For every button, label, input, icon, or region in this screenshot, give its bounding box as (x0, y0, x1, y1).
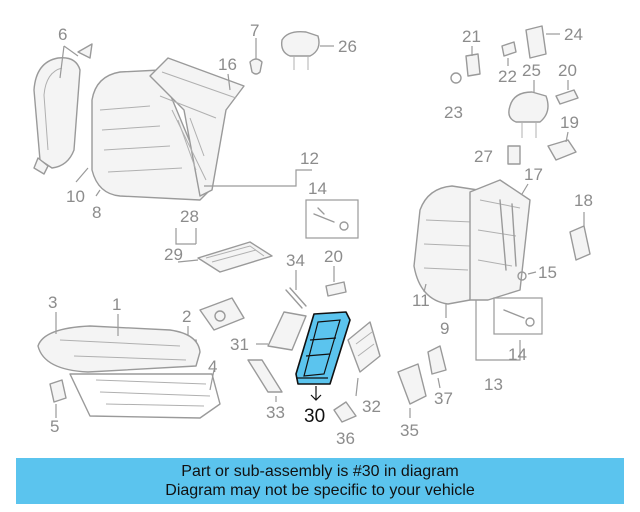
part-1-3-4-seat-cushion (37, 312, 221, 419)
callout-37: 37 (434, 389, 453, 408)
part-10-bracket (33, 157, 89, 183)
part-8-16-seatback (91, 57, 245, 201)
part-34-bar (285, 270, 307, 309)
banner-line-1: Part or sub-assembly is #30 in diagram (181, 463, 459, 480)
callout-10: 10 (66, 187, 85, 206)
callout-24: 24 (564, 25, 583, 44)
part-20-middle-clip (325, 266, 347, 297)
callout-18: 18 (574, 191, 593, 210)
part-30-seatback-frame-highlighted (295, 311, 351, 401)
callout-1: 1 (112, 295, 121, 314)
callout-labels: 6 7 16 26 10 8 12 14 28 29 34 20 3 1 2 3… (48, 21, 593, 448)
callout-4: 4 (208, 357, 217, 376)
part-25-headrest (508, 80, 549, 138)
callout-19: 19 (560, 113, 579, 132)
callout-11: 11 (412, 291, 430, 310)
part-7-pin (249, 38, 263, 75)
part-13-14-right (475, 297, 543, 361)
callout-6: 6 (58, 25, 67, 44)
callout-26: 26 (338, 37, 357, 56)
callout-22: 22 (498, 67, 517, 86)
callout-17: 17 (524, 165, 543, 184)
callout-20-middle: 20 (324, 247, 343, 266)
banner-line-2: Diagram may not be specific to your vehi… (165, 482, 475, 499)
callout-16: 16 (218, 55, 237, 74)
callout-21: 21 (462, 27, 481, 46)
callout-35: 35 (400, 421, 419, 440)
callout-33: 33 (266, 403, 285, 422)
callout-25: 25 (522, 61, 541, 80)
part-36-clip (333, 401, 357, 423)
part-28-29-armrest (175, 228, 273, 273)
callout-36: 36 (336, 429, 355, 448)
callout-5: 5 (50, 417, 59, 436)
part-18-bracket (569, 212, 591, 261)
info-banner: Part or sub-assembly is #30 in diagram D… (16, 458, 624, 504)
callout-23: 23 (444, 103, 463, 122)
parts-21-24-small (450, 25, 579, 105)
callout-12: 12 (300, 149, 319, 168)
part-15-clip (517, 271, 537, 281)
callout-29: 29 (164, 245, 183, 264)
callout-13: 13 (484, 375, 503, 394)
callout-8: 8 (92, 203, 101, 222)
callout-2: 2 (182, 307, 191, 326)
callout-14-right: 14 (508, 345, 527, 364)
part-32-plate (347, 321, 381, 397)
callout-32: 32 (362, 397, 381, 416)
callout-34: 34 (286, 251, 305, 270)
part-33-strip (247, 359, 283, 402)
callout-14-left: 14 (308, 179, 327, 198)
callout-30-highlighted: 30 (304, 406, 325, 427)
callout-20-top: 20 (558, 61, 577, 80)
parts-35-37 (397, 345, 447, 418)
parts-27-19 (507, 131, 577, 165)
callout-3: 3 (48, 293, 57, 312)
callout-31: 31 (230, 335, 249, 354)
callout-15: 15 (538, 263, 557, 282)
callout-27: 27 (474, 147, 493, 166)
part-9-11-17-seatback (413, 179, 531, 318)
part-12-14-left (204, 169, 359, 239)
part-6-side-trim (33, 43, 93, 169)
callout-7: 7 (250, 21, 259, 40)
parts-diagram: 6 7 16 26 10 8 12 14 28 29 34 20 3 1 2 3… (33, 21, 593, 448)
part-26-headrest (280, 30, 334, 70)
callout-28: 28 (180, 207, 199, 226)
callout-9: 9 (440, 319, 449, 338)
part-29-mechanism (199, 297, 245, 331)
part-31-panel (256, 311, 307, 351)
